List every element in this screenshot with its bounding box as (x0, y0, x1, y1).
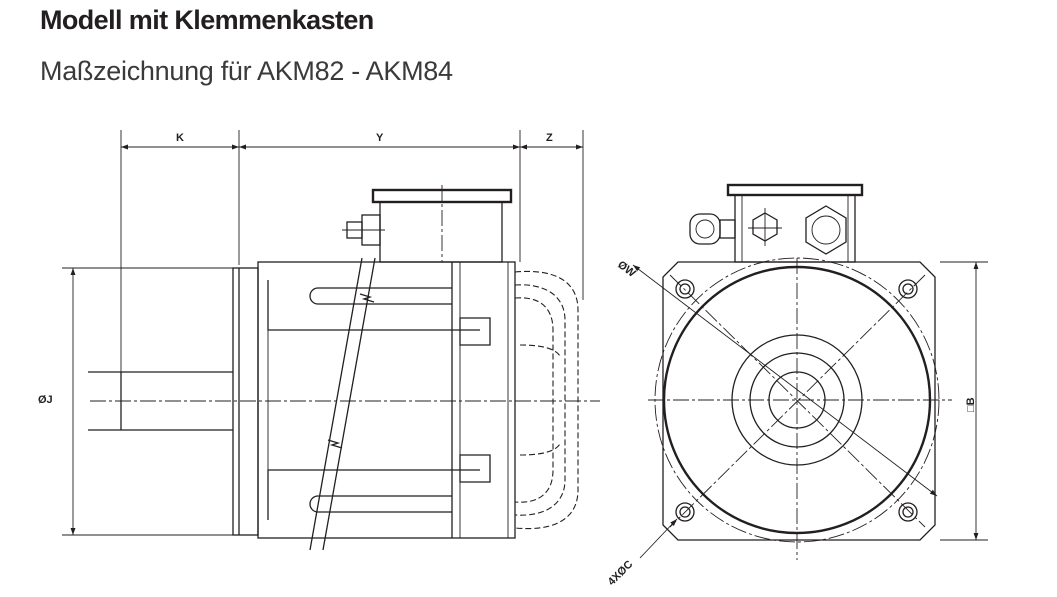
dim-j: ØJ (38, 267, 236, 536)
terminal-box-front (689, 183, 864, 263)
top-dimensions: K Y Z (120, 130, 584, 430)
dim-w-label: ØW (615, 259, 638, 280)
dim-b: □B (940, 261, 988, 541)
cable (309, 257, 376, 551)
terminal-box (342, 185, 513, 263)
motor-body (257, 261, 516, 539)
dim-j-label: ØJ (38, 394, 53, 406)
dim-z-label: Z (546, 132, 553, 144)
front-view: ØW □B 4XØC (606, 183, 988, 588)
flange (232, 267, 259, 536)
rear-cover (514, 270, 579, 530)
dim-k-label: K (176, 132, 184, 144)
dim-holes-label: 4XØC (606, 558, 636, 588)
dim-y-label: Y (376, 132, 384, 144)
side-view: K Y Z ØJ (38, 130, 600, 551)
page-subtitle: Maßzeichnung für AKM82 - AKM84 (40, 56, 453, 86)
dim-b-label: □B (965, 397, 977, 412)
page-title: Modell mit Klemmenkasten (40, 5, 374, 35)
